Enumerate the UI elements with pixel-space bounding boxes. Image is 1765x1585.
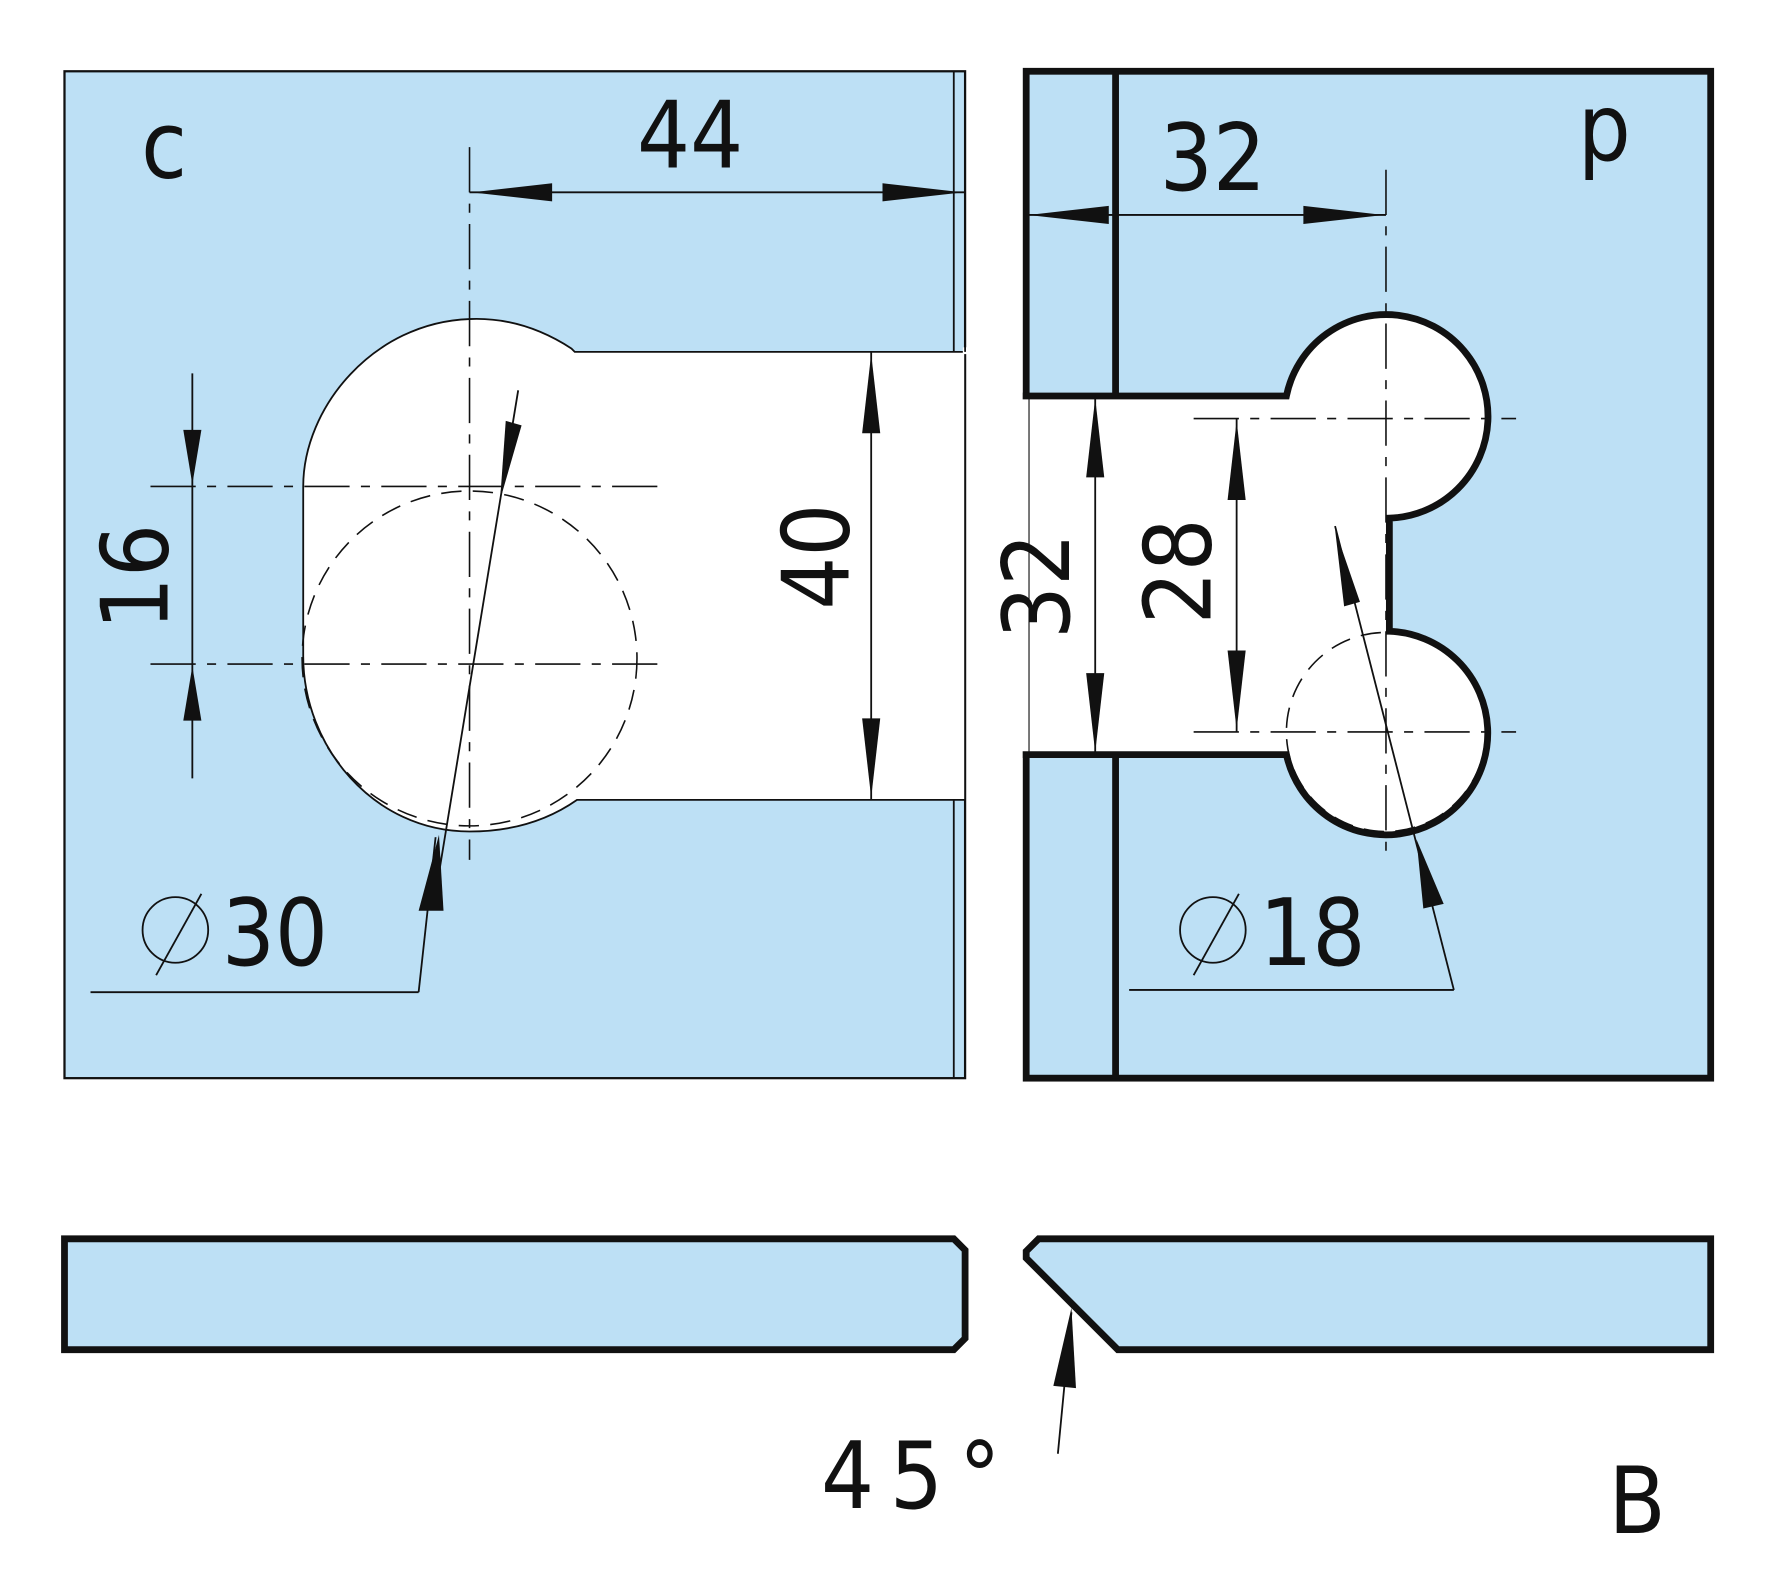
view-c-plate: 44 40 16 30 c (63, 70, 968, 1080)
dim-32-depth-label: 32 (1160, 104, 1266, 212)
diameter-icon (1179, 893, 1247, 976)
section-views: 45° B (61, 1235, 1715, 1555)
dim-28-label: 28 (1125, 518, 1233, 624)
arrowhead (471, 183, 553, 202)
dim-diameter-30-label: 30 (222, 879, 328, 987)
arrowhead (882, 183, 963, 202)
angle-45-label: 45° (821, 1422, 1016, 1530)
dim-44-label: 44 (637, 81, 743, 189)
section-c-bar (61, 1235, 969, 1354)
diameter-icon (141, 893, 210, 976)
dim-diameter-18-label: 18 (1259, 879, 1365, 987)
dim-40-label: 40 (763, 504, 871, 610)
view-d-plate: 32 32 28 18 d (983, 67, 1715, 1082)
dim-16-label: 16 (81, 524, 189, 630)
cup-cutout-c (302, 318, 966, 833)
dim-32-width-label: 32 (983, 533, 1091, 639)
view-c-label: c (141, 92, 187, 200)
section-d-bar-chamfered (1022, 1235, 1715, 1354)
section-label-b: B (1609, 1447, 1666, 1555)
view-d-label: d (1578, 88, 1631, 196)
hole-cutout-d (1022, 311, 1492, 839)
